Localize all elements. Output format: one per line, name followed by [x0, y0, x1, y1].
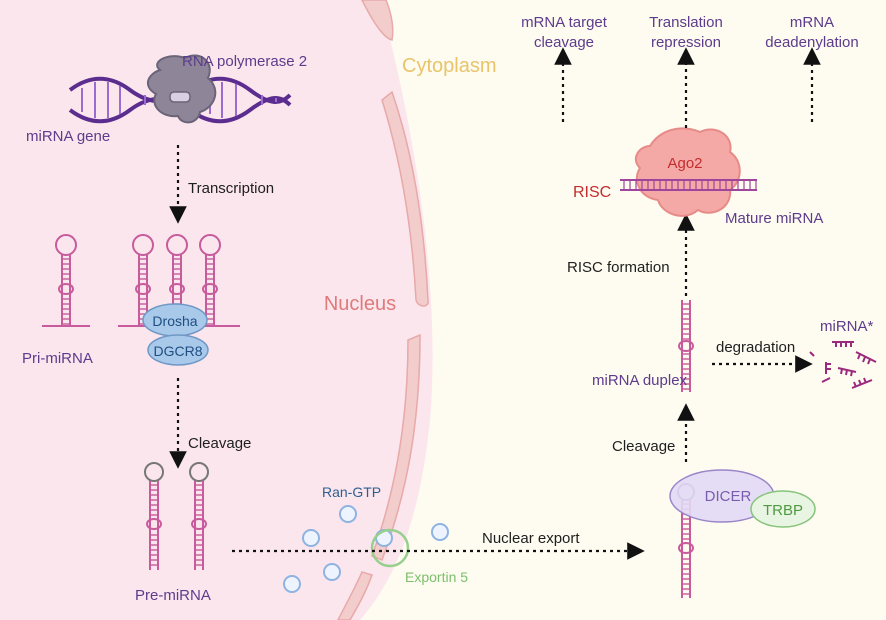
pre-mirna-label: Pre-miRNA [135, 587, 211, 604]
risc-formation-label: RISC formation [567, 259, 670, 276]
outcome-repression-line2: repression [651, 34, 721, 51]
nuclear-envelope [337, 0, 429, 620]
mirna-star-label: miRNA* [820, 318, 873, 335]
risc-label: RISC [573, 184, 611, 201]
pre-mirna-hairpins [144, 462, 209, 570]
outcome-deadenylation-line1: mRNA [790, 14, 834, 31]
nucleus-region [0, 0, 433, 620]
ago2-label: Ago2 [667, 155, 702, 172]
cytoplasm-label: Cytoplasm [402, 55, 496, 77]
outcome-cleavage-line1: mRNA target [521, 14, 608, 31]
cleavage-label-nucleus: Cleavage [188, 435, 251, 452]
rna-polymerase-label: RNA polymerase 2 [182, 53, 307, 70]
transcription-label: Transcription [188, 180, 274, 197]
outcome-repression-line1: Translation [649, 14, 723, 31]
mature-mirna-strand-icon [620, 179, 757, 191]
dicer-label: DICER [705, 488, 752, 505]
drosha-dgcr8-complex: Drosha DGCR8 [142, 303, 209, 366]
mirna-duplex-icon [678, 300, 694, 392]
degradation-label: degradation [716, 339, 795, 356]
outcome-cleavage-line2: cleavage [534, 34, 594, 51]
nucleus-label: Nucleus [324, 293, 396, 315]
mature-mirna-label: Mature miRNA [725, 210, 823, 227]
dgcr8-icon [147, 334, 209, 366]
ran-gtp-particles [283, 505, 449, 593]
mirna-gene-label: miRNA gene [26, 128, 110, 145]
dna-bubble [169, 91, 191, 103]
degraded-mirna-fragments [809, 341, 877, 389]
pri-mirna-label: Pri-miRNA [22, 350, 93, 367]
trbp-label: TRBP [763, 502, 803, 519]
outcome-deadenylation-line2: deadenylation [765, 34, 858, 51]
nuclear-export-label: Nuclear export [482, 530, 580, 547]
cleavage-label-cyto: Cleavage [612, 438, 675, 455]
trbp-icon [750, 490, 816, 528]
rna-polymerase-icon [146, 54, 217, 124]
mirna-duplex-label: miRNA duplex [592, 372, 688, 389]
ran-gtp-label: Ran-GTP [322, 484, 381, 500]
exportin5-label: Exportin 5 [405, 569, 468, 585]
drosha-label: Drosha [152, 313, 197, 329]
dgcr8-label: DGCR8 [153, 343, 202, 359]
exportin5-icon [370, 528, 410, 568]
ago2-icon [634, 127, 741, 217]
